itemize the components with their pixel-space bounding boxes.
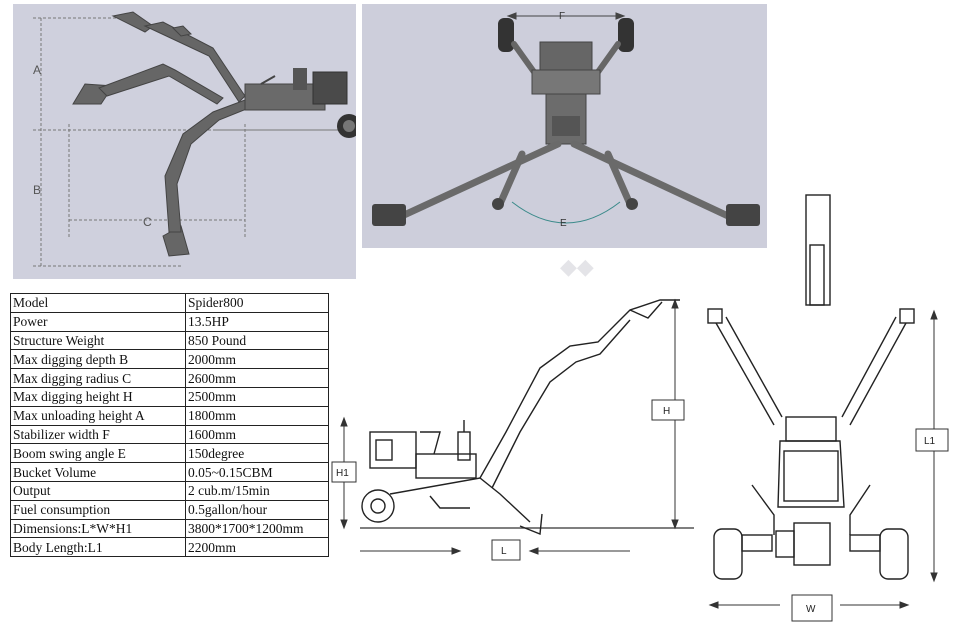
top-view-drawing: F xyxy=(372,11,760,229)
spec-label: Boom swing angle E xyxy=(10,443,186,464)
spec-label: Dimensions:L*W*H1 xyxy=(10,518,186,539)
spec-value: 2200mm xyxy=(185,537,329,558)
front-machine xyxy=(707,194,915,580)
watermark: ◆◆ xyxy=(560,255,594,280)
dim-label-a: A xyxy=(33,63,41,77)
spec-value: 2 cub.m/15min xyxy=(185,480,329,501)
spec-label: Model xyxy=(10,293,186,313)
raised-arm xyxy=(111,11,246,103)
mid-arm xyxy=(72,63,224,105)
top-wheels xyxy=(498,18,634,52)
spec-value: 850 Pound xyxy=(185,330,329,351)
spec-label: Stabilizer width F xyxy=(10,424,186,445)
elevation-machine xyxy=(361,299,680,535)
top-buckets xyxy=(372,198,760,226)
dim-label-c: C xyxy=(143,215,152,229)
spec-label: Output xyxy=(10,480,186,501)
lowered-arm xyxy=(162,99,250,257)
spec-value: 1600mm xyxy=(185,424,329,445)
side-elevation-drawing: H1 H L xyxy=(331,298,694,561)
spec-value: 2500mm xyxy=(185,386,329,407)
spec-label: Max digging depth B xyxy=(10,349,186,370)
front-view-drawing: L1 W xyxy=(707,194,949,622)
spec-label: Max unloading height A xyxy=(10,405,186,426)
top-view-panel: F xyxy=(362,4,767,248)
spec-label: Body Length:L1 xyxy=(10,537,186,558)
spec-value: 150degree xyxy=(185,443,329,464)
side-view-drawing: A B C xyxy=(33,11,361,267)
dim-label-f: F xyxy=(559,11,565,22)
dim-label-b: B xyxy=(33,183,41,197)
spec-value: 2600mm xyxy=(185,368,329,388)
spec-value: 3800*1700*1200mm xyxy=(185,518,329,539)
spec-label: Bucket Volume xyxy=(10,462,186,482)
spec-value: 0.5gallon/hour xyxy=(185,499,329,520)
dim-label-h: H xyxy=(663,406,670,417)
spec-value: 2000mm xyxy=(185,349,329,370)
spec-value: 13.5HP xyxy=(185,311,329,332)
dim-label-w: W xyxy=(806,604,816,615)
dim-label-h1: H1 xyxy=(336,468,349,479)
spec-label: Fuel consumption xyxy=(10,499,186,520)
dim-label-l1: L1 xyxy=(924,436,936,447)
dim-label-l: L xyxy=(501,546,507,557)
top-body xyxy=(531,41,601,145)
swing-angle-arc xyxy=(511,201,621,224)
spec-label: Max digging radius C xyxy=(10,368,186,388)
spec-value: 1800mm xyxy=(185,405,329,426)
spec-value: Spider800 xyxy=(185,293,329,313)
spec-label: Max digging height H xyxy=(10,386,186,407)
dim-label-e: E xyxy=(560,218,567,229)
spec-value: 0.05~0.15CBM xyxy=(185,462,329,482)
spec-label: Power xyxy=(10,311,186,332)
spec-label: Structure Weight xyxy=(10,330,186,351)
top-boom-arms xyxy=(398,140,732,220)
machine-body xyxy=(244,68,361,138)
side-view-panel: A B C xyxy=(13,4,361,279)
